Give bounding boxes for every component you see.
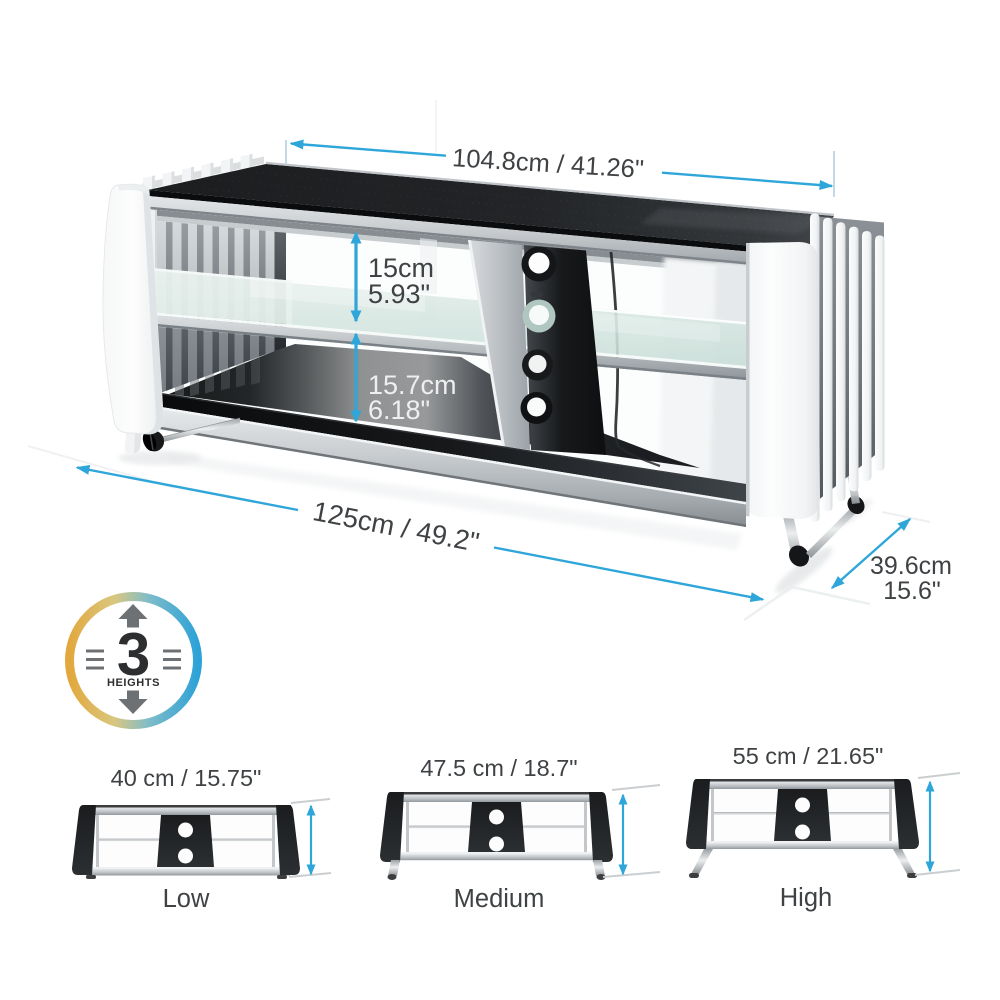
- glass-shelf: [152, 268, 746, 380]
- dim-depth: 39.6cm 15.6": [830, 518, 952, 605]
- variant-high-height: 55 cm / 21.65": [733, 743, 884, 769]
- cable-hole-1: [521, 246, 557, 282]
- cable: [608, 241, 621, 448]
- bottom-front-frame: [153, 392, 746, 527]
- variant-high: 55 cm / 21.65": [686, 743, 961, 912]
- right-fins: [746, 213, 885, 522]
- variant-low-height: 40 cm / 15.75": [111, 765, 262, 791]
- arrow-up-icon: [118, 604, 148, 628]
- variant-medium-dim: [602, 784, 661, 878]
- height-variants: 40 cm / 15.75": [72, 743, 961, 913]
- variant-low-drawing: [72, 805, 300, 879]
- badge-label: HEIGHTS: [107, 677, 160, 689]
- cable-hole-4: [520, 392, 553, 424]
- variant-low: 40 cm / 15.75": [72, 765, 332, 913]
- cable-hole-3: [522, 349, 553, 381]
- badge-number: 3: [117, 621, 150, 688]
- variant-low-label: Low: [163, 885, 210, 913]
- lines-left-icon: [86, 649, 104, 670]
- variant-medium-drawing: [380, 792, 613, 880]
- variant-high-dim: [914, 772, 961, 876]
- dim-upper-gap-cm: 15cm: [368, 253, 434, 283]
- cable-hole-2: [522, 299, 556, 333]
- heights-badge: 3 HEIGHTS: [65, 592, 202, 729]
- dim-upper-gap: 15cm 5.93": [350, 231, 434, 323]
- lines-right-icon: [163, 649, 181, 670]
- dim-top-width-label: 104.8cm / 41.26": [451, 144, 644, 184]
- left-side-panel: [102, 183, 164, 435]
- left-fin-tabs: [142, 153, 264, 194]
- variant-medium: 47.5 cm / 18.7": [380, 755, 661, 913]
- dim-lower-gap-in: 6.18": [368, 395, 430, 425]
- dim-upper-gap-in: 5.93": [368, 279, 430, 309]
- cable-column: [468, 240, 606, 455]
- top-glass: [148, 161, 834, 271]
- variant-low-dim: [288, 798, 332, 878]
- variant-medium-label: Medium: [454, 885, 545, 913]
- dim-depth-cm: 39.6cm: [870, 552, 952, 580]
- variant-high-drawing: [686, 779, 919, 878]
- dim-lower-gap-cm: 15.7cm: [368, 370, 457, 400]
- arrow-down-icon: [118, 690, 148, 714]
- variant-high-label: High: [780, 884, 832, 912]
- right-side-panel: [746, 242, 820, 519]
- variant-medium-height: 47.5 cm / 18.7": [420, 755, 577, 781]
- dim-lower-gap: 15.7cm 6.18": [350, 332, 457, 425]
- dim-depth-in: 15.6": [883, 577, 941, 605]
